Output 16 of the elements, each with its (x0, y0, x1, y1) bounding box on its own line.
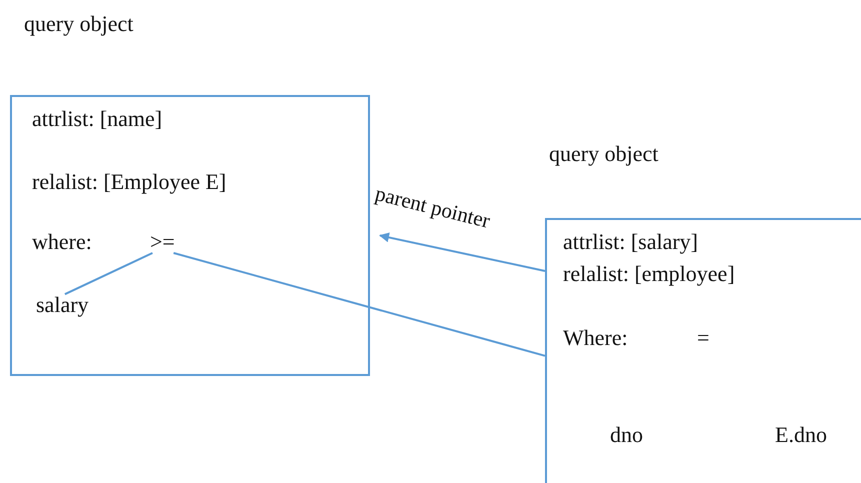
where-clause-label: where: (32, 230, 92, 254)
attribute-text: E.dno (775, 423, 827, 448)
attribute-text: salary (36, 293, 89, 318)
heading: query object (24, 12, 134, 36)
where-clause-label: Where: (563, 326, 628, 350)
heading: query object (549, 142, 658, 166)
operator-text: >= (150, 230, 175, 254)
operator-text: = (697, 326, 710, 350)
relation-list-text: relalist: [Employee E] (32, 170, 226, 194)
arrow (379, 232, 546, 272)
relation-list-text: relalist: [employee] (563, 262, 735, 286)
attribute-text: dno (610, 423, 643, 448)
attribute-list-text: attrlist: [salary] (563, 230, 698, 254)
connector-line (64, 252, 153, 296)
attribute-list-text: attrlist: [name] (32, 107, 162, 132)
connector-line (173, 252, 546, 357)
